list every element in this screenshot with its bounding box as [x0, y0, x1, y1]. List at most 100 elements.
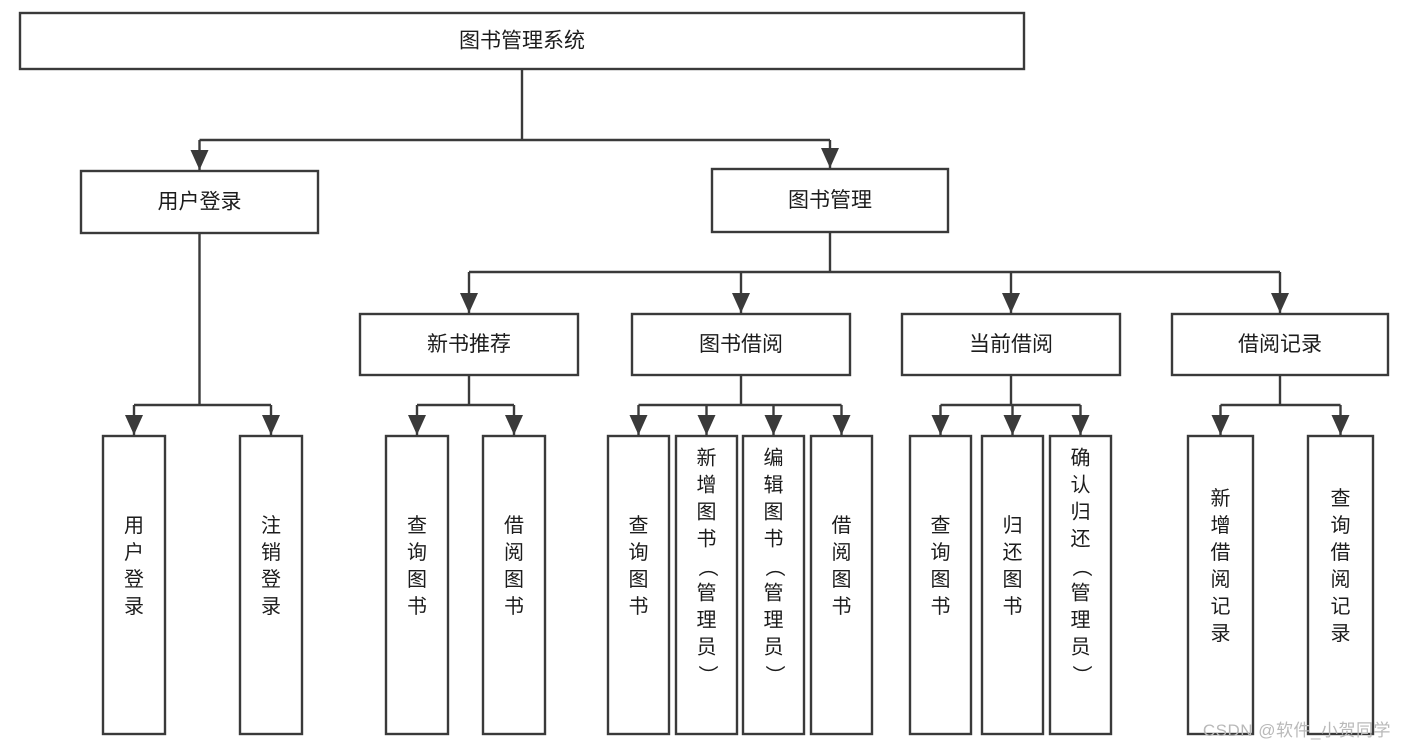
arrow-head-icon-leaf-borrow-book-2: [832, 415, 851, 435]
svg-text:还: 还: [1071, 527, 1091, 550]
arrow-head-icon-leaf-return-book: [1003, 415, 1022, 435]
arrow-head-icon-user-login: [190, 150, 209, 170]
svg-text:书: 书: [764, 527, 784, 550]
svg-text:登: 登: [124, 568, 144, 591]
svg-text:询: 询: [407, 541, 427, 564]
svg-text:增: 增: [697, 473, 717, 496]
svg-text:图: 图: [407, 569, 427, 591]
svg-text:图: 图: [504, 569, 524, 591]
arrow-head-icon-new-book-recommend: [460, 293, 478, 313]
arrow-head-icon-book-borrow: [732, 293, 750, 313]
svg-text:归: 归: [1071, 500, 1091, 523]
svg-text:员: 员: [697, 636, 717, 658]
svg-text:借: 借: [832, 514, 852, 537]
arrow-head-icon-leaf-add-record: [1211, 415, 1230, 435]
arrow-head-icon-borrow-record: [1271, 293, 1289, 313]
node-current-borrow-label: 当前借阅: [969, 333, 1053, 356]
svg-text:编: 编: [764, 446, 784, 469]
svg-text:注: 注: [261, 514, 281, 537]
svg-text:书: 书: [931, 595, 951, 618]
svg-text:查: 查: [407, 514, 427, 537]
node-leaf-edit-book-box[interactable]: [741, 434, 806, 736]
svg-text:理: 理: [764, 609, 784, 631]
svg-text:登: 登: [261, 568, 281, 591]
node-leaf-user-login-box[interactable]: [101, 434, 167, 736]
svg-text:（: （: [763, 557, 786, 577]
svg-text:图: 图: [629, 569, 649, 591]
svg-text:阅: 阅: [504, 541, 524, 564]
svg-text:借: 借: [1211, 541, 1231, 564]
node-leaf-query-book-2-box[interactable]: [606, 434, 671, 736]
svg-text:）: ）: [696, 665, 719, 685]
svg-text:借: 借: [1331, 541, 1351, 564]
svg-text:阅: 阅: [1211, 568, 1231, 591]
svg-text:阅: 阅: [832, 541, 852, 564]
node-leaf-borrow-book-2-box[interactable]: [809, 434, 874, 736]
svg-text:管: 管: [1071, 581, 1091, 604]
node-book-manage-box[interactable]: [710, 167, 950, 234]
node-leaf-borrow-book-1-box[interactable]: [481, 434, 547, 736]
svg-text:图: 图: [1003, 569, 1023, 591]
svg-text:新: 新: [1211, 487, 1231, 510]
svg-text:销: 销: [261, 541, 281, 564]
svg-text:查: 查: [931, 514, 951, 537]
svg-text:管: 管: [764, 581, 784, 604]
node-borrow-record-box[interactable]: [1170, 312, 1390, 377]
svg-text:员: 员: [764, 636, 784, 658]
svg-text:书: 书: [407, 595, 427, 618]
arrow-head-icon-leaf-edit-book: [764, 415, 783, 435]
svg-text:书: 书: [832, 595, 852, 618]
svg-text:辑: 辑: [764, 473, 784, 496]
node-leaf-return-book-box[interactable]: [980, 434, 1045, 736]
svg-text:图: 图: [832, 569, 852, 591]
svg-text:还: 还: [1003, 541, 1023, 564]
svg-text:（: （: [1070, 557, 1093, 577]
node-leaf-logout-login-box[interactable]: [238, 434, 304, 736]
node-book-borrow-box[interactable]: [630, 312, 852, 377]
arrow-head-icon-leaf-query-book-1: [408, 415, 426, 435]
node-leaf-user-login-label: 用户登录: [124, 515, 144, 618]
svg-text:用: 用: [124, 515, 144, 537]
arrow-head-icon-current-borrow: [1002, 293, 1020, 313]
svg-text:录: 录: [1211, 623, 1231, 645]
svg-text:新: 新: [697, 446, 717, 469]
node-root-box[interactable]: [18, 11, 1026, 71]
svg-text:录: 录: [261, 596, 281, 618]
node-leaf-add-record-box[interactable]: [1186, 434, 1255, 736]
svg-text:图: 图: [931, 569, 951, 591]
svg-text:确: 确: [1071, 446, 1091, 469]
node-leaf-query-record-box[interactable]: [1306, 434, 1375, 736]
node-leaf-add-book-box[interactable]: [674, 434, 739, 736]
svg-text:查: 查: [629, 514, 649, 537]
svg-text:书: 书: [1003, 595, 1023, 618]
node-leaf-query-book-1-box[interactable]: [384, 434, 450, 736]
svg-text:户: 户: [124, 541, 144, 564]
node-user-login-box[interactable]: [79, 169, 320, 235]
svg-text:录: 录: [1331, 623, 1351, 645]
svg-text:借: 借: [504, 514, 524, 537]
node-new-book-recommend-label: 新书推荐: [427, 333, 511, 356]
node-leaf-confirm-return-box[interactable]: [1048, 434, 1113, 736]
svg-text:）: ）: [763, 665, 786, 685]
arrow-head-icon-book-manage: [821, 148, 839, 168]
svg-text:书: 书: [629, 595, 649, 618]
svg-text:录: 录: [124, 596, 144, 618]
svg-text:询: 询: [1331, 514, 1351, 537]
svg-text:查: 查: [1331, 487, 1351, 510]
svg-text:（: （: [696, 557, 719, 577]
svg-text:增: 增: [1211, 514, 1231, 537]
svg-text:询: 询: [931, 541, 951, 564]
node-leaf-query-book-3-box[interactable]: [908, 434, 973, 736]
arrow-head-icon-leaf-user-login: [125, 415, 143, 435]
